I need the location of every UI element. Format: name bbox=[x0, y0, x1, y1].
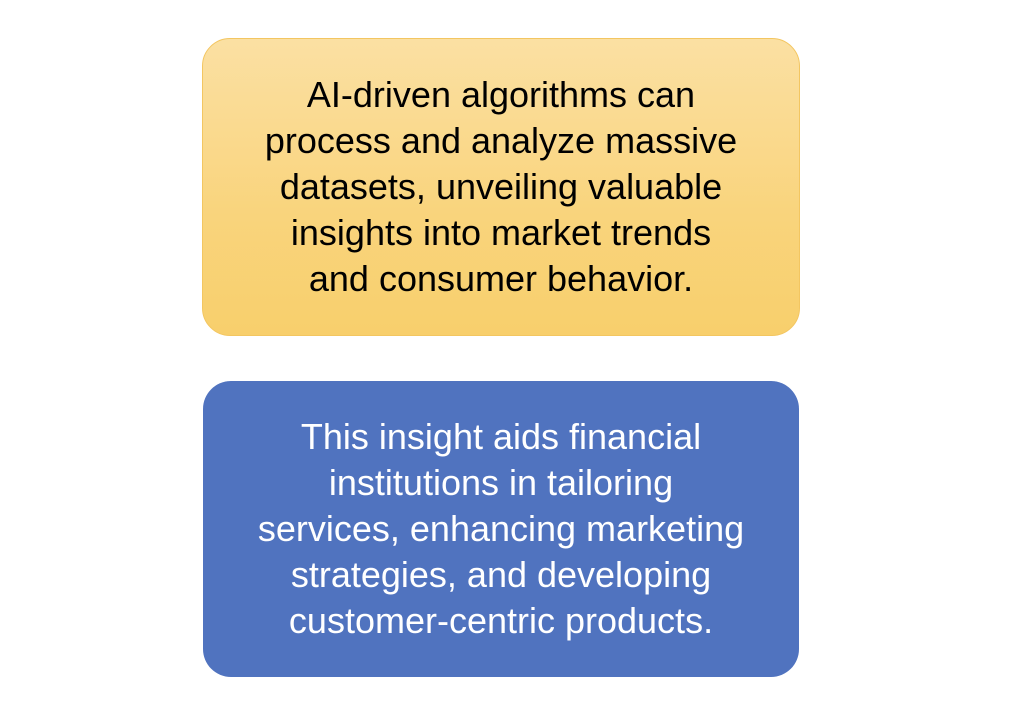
box-text: AI-driven algorithms can process and ana… bbox=[265, 72, 737, 302]
text-line: institutions in tailoring bbox=[328, 462, 674, 503]
text-line: customer-centric products. bbox=[288, 600, 714, 641]
box-text: This insight aids financial institutions… bbox=[258, 414, 744, 644]
text-line: strategies, and developing bbox=[290, 554, 712, 595]
text-line: This insight aids financial bbox=[300, 416, 702, 457]
text-line: insights into market trends bbox=[290, 212, 712, 253]
text-line: services, enhancing marketing bbox=[257, 508, 745, 549]
text-line: process and analyze massive bbox=[264, 120, 738, 161]
text-line: and consumer behavior. bbox=[308, 258, 694, 299]
text-line: datasets, unveiling valuable bbox=[279, 166, 723, 207]
text-line: AI-driven algorithms can bbox=[306, 74, 696, 115]
insight-box-financial-institutions: This insight aids financial institutions… bbox=[203, 381, 799, 677]
insight-box-ai-algorithms: AI-driven algorithms can process and ana… bbox=[202, 38, 800, 336]
